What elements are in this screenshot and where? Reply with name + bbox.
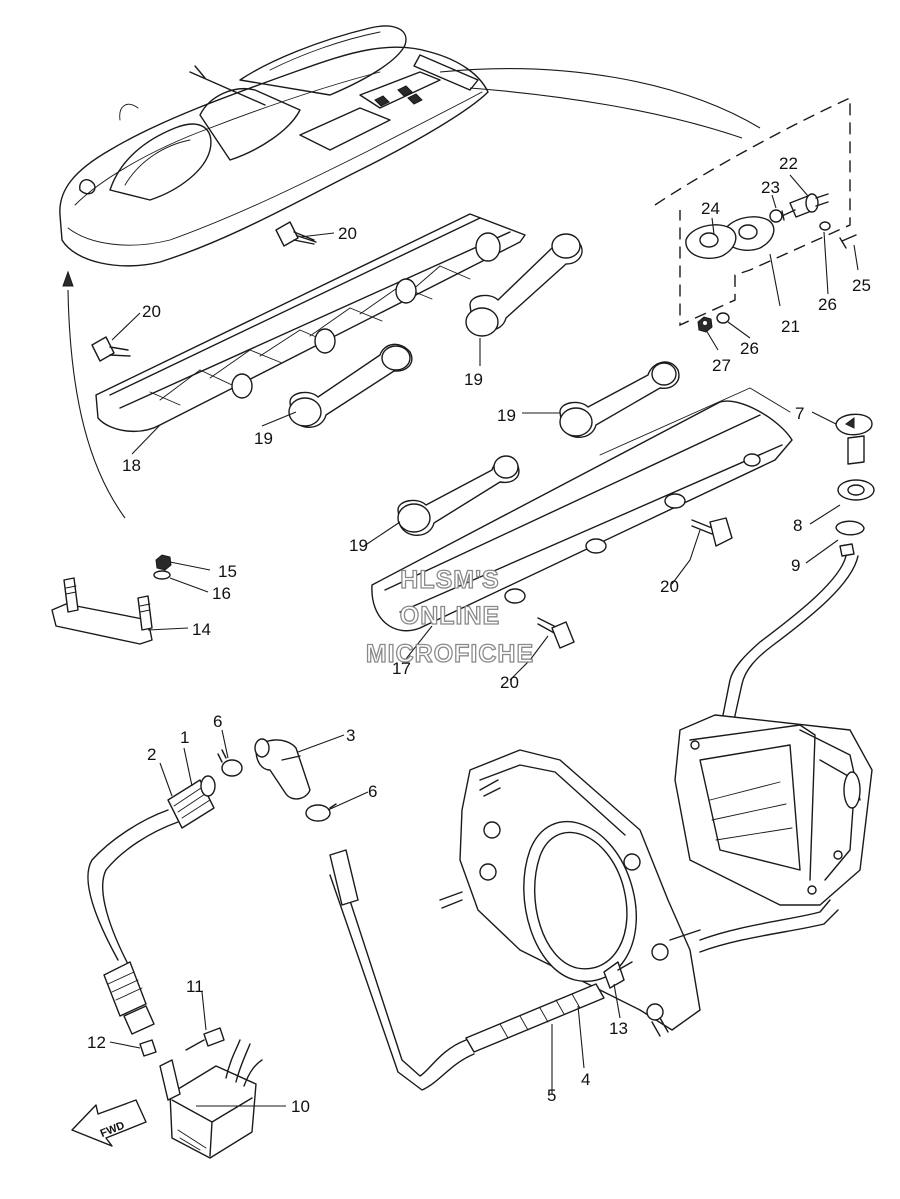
hose-drain-outline xyxy=(733,555,859,721)
callout-2: 2 xyxy=(147,745,156,764)
callout-20-b: 20 xyxy=(142,302,161,321)
callout-12: 12 xyxy=(87,1033,106,1052)
callout-arrow-front xyxy=(67,289,126,519)
leader-lines xyxy=(109,174,859,1107)
hose-pump-outline xyxy=(699,909,839,953)
watermark-line-3: MICROFICHE xyxy=(366,640,534,668)
callout-10: 10 xyxy=(291,1097,310,1116)
callout-13: 13 xyxy=(609,1019,628,1038)
forward-arrow-icon: FWD xyxy=(71,1099,147,1147)
callout-19-a: 19 xyxy=(464,370,483,389)
callout-20-c: 20 xyxy=(660,577,679,596)
callout-20-a: 20 xyxy=(338,224,357,243)
bolt-20-left xyxy=(91,336,131,362)
callout-6-lower: 6 xyxy=(368,782,377,801)
engine-mount-19-lower-left xyxy=(397,455,520,536)
callout-21: 21 xyxy=(781,317,800,336)
jet-pump-housing xyxy=(674,714,873,906)
callout-6-upper: 6 xyxy=(213,712,222,731)
bolt-20-lower-left xyxy=(537,617,575,649)
elbow-joint-3 xyxy=(254,738,311,800)
hose-5-outline xyxy=(329,874,475,1091)
callout-25: 25 xyxy=(852,276,871,295)
callout-14: 14 xyxy=(192,620,211,639)
callout-8: 8 xyxy=(793,516,802,535)
callout-7: 7 xyxy=(795,404,804,423)
pipe-4-5 xyxy=(465,983,605,1053)
callout-5: 5 xyxy=(547,1086,556,1105)
engine-mount-bracket-17 xyxy=(371,387,793,632)
fitting-11 xyxy=(185,1027,225,1051)
callout-arrow-rear xyxy=(439,68,761,129)
watermark-line-1: HLSM'S xyxy=(400,566,499,594)
callout-3: 3 xyxy=(346,726,355,745)
callout-4: 4 xyxy=(581,1070,590,1089)
callout-numbers: 1 2 3 4 5 6 6 7 8 9 10 11 12 13 14 15 16… xyxy=(87,154,871,1116)
engine-mount-19-lower-right xyxy=(559,361,680,438)
callout-arrow-rear-2 xyxy=(469,87,743,139)
bolt-20-lower-right xyxy=(691,517,733,547)
hose-end-6 xyxy=(329,849,359,906)
watermark-line-2: ONLINE xyxy=(400,602,500,630)
callout-17: 17 xyxy=(392,659,411,678)
intake-duct-plate xyxy=(439,749,701,1037)
callout-27: 27 xyxy=(712,356,731,375)
hose-joint-1-2 xyxy=(167,775,216,829)
callout-22: 22 xyxy=(779,154,798,173)
callout-11: 11 xyxy=(186,977,204,996)
callout-19-b: 19 xyxy=(254,429,273,448)
hose-coupling-lower xyxy=(103,961,155,1035)
engine-mount-19-upper-left xyxy=(288,343,413,428)
callout-26-left: 26 xyxy=(740,339,759,358)
callout-20-d: 20 xyxy=(500,673,519,692)
drain-cap-assembly xyxy=(835,413,875,557)
hose-clamp-6-lower xyxy=(305,803,337,822)
callout-23: 23 xyxy=(761,178,780,197)
callout-24: 24 xyxy=(701,199,720,218)
hose-drain xyxy=(721,555,847,721)
engine-mount-bracket-18 xyxy=(95,213,526,432)
callout-9: 9 xyxy=(791,556,800,575)
callout-18: 18 xyxy=(122,456,141,475)
hose-5 xyxy=(339,869,467,1077)
watercraft-hull-illustration xyxy=(59,25,489,267)
drain-plug-assembly xyxy=(685,193,857,333)
callout-15: 15 xyxy=(218,562,237,581)
detail-frame-drain-plug xyxy=(654,96,851,327)
control-box-10 xyxy=(159,1039,263,1159)
bracket-14-assembly xyxy=(51,554,172,645)
hose-clamp-6-upper xyxy=(217,749,243,777)
watermark: HLSM'S ONLINE MICROFICHE xyxy=(365,565,534,668)
hose-pump xyxy=(699,899,831,941)
engine-mount-19-upper-right xyxy=(465,233,583,337)
arrow-head-icon xyxy=(62,270,74,287)
callout-19-d: 19 xyxy=(349,536,368,555)
clip-13 xyxy=(603,961,633,989)
hose-2-outline xyxy=(102,821,179,969)
clip-12 xyxy=(139,1039,157,1057)
callout-19-c: 19 xyxy=(497,406,516,425)
bolt-20-upper xyxy=(275,221,317,247)
callout-26-right: 26 xyxy=(818,295,837,314)
hose-2 xyxy=(87,809,169,961)
callout-16: 16 xyxy=(212,584,231,603)
callout-1: 1 xyxy=(180,728,189,747)
